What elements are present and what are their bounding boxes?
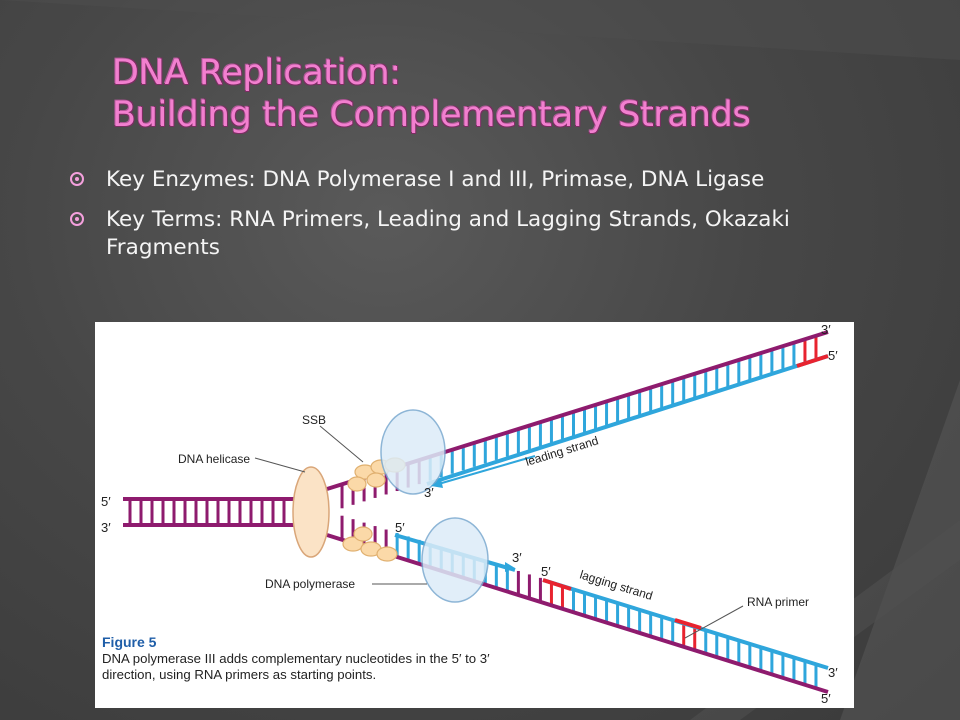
- leading-strand-arrow: [434, 455, 536, 486]
- bullet-item: Key Enzymes: DNA Polymerase I and III, P…: [68, 166, 888, 194]
- lower-template-strand: [326, 533, 829, 694]
- dna-helicase-shape: [292, 466, 330, 558]
- label-lagging-strand: lagging strand: [578, 567, 654, 602]
- leading-strand-arrowhead: [431, 479, 443, 488]
- label-5prime-bottom-right: 5′: [821, 691, 831, 706]
- dna-replication-figure: 5′ 3′ 3′ 5′ 3′ 5′ 3′ 5′ 3′ 5′ SSB DNA he…: [95, 322, 854, 708]
- title-line-2: Building the Complementary Strands: [112, 95, 751, 135]
- label-5prime-primer: 5′: [541, 564, 551, 579]
- label-3prime-top-right: 3′: [821, 322, 831, 337]
- bullet-text: Key Terms: RNA Primers, Leading and Lagg…: [106, 207, 790, 260]
- label-rna-primer: RNA primer: [747, 595, 809, 609]
- label-ssb: SSB: [302, 413, 326, 427]
- label-dna-helicase: DNA helicase: [178, 452, 250, 466]
- label-3prime-bottom-right: 3′: [828, 665, 838, 680]
- bullet-circle-icon: [70, 212, 84, 226]
- bullet-text: Key Enzymes: DNA Polymerase I and III, P…: [106, 167, 765, 192]
- rna-primer-pointer: [684, 605, 744, 639]
- dna-polymerase-lagging-shape: [421, 517, 489, 603]
- label-dna-polymerase: DNA polymerase: [265, 577, 355, 591]
- bullet-list: Key Enzymes: DNA Polymerase I and III, P…: [68, 166, 888, 274]
- label-3prime-left: 3′: [101, 520, 111, 535]
- label-3prime-lagging: 3′: [512, 550, 522, 565]
- slide-title: DNA Replication: Building the Complement…: [112, 52, 932, 136]
- label-5prime-top-right: 5′: [828, 348, 838, 363]
- label-3prime-leading: 3′: [424, 485, 434, 500]
- rna-primer-2: [674, 618, 702, 630]
- dna-polymerase-leading-shape: [380, 409, 446, 495]
- leading-rna-primer: [796, 354, 829, 368]
- lagging-strand-arrowhead: [505, 562, 515, 572]
- caption-body: DNA polymerase III adds complementary nu…: [102, 651, 490, 682]
- label-5prime-left: 5′: [101, 494, 111, 509]
- leading-new-strand: [426, 354, 829, 486]
- rna-primer-1: [542, 578, 572, 591]
- helicase-pointer: [254, 457, 306, 473]
- bullet-item: Key Terms: RNA Primers, Leading and Lagg…: [68, 206, 888, 262]
- replication-fork-diagram: 5′ 3′ 3′ 5′ 3′ 5′ 3′ 5′ 3′ 5′ SSB DNA he…: [101, 322, 838, 706]
- label-5prime-lagging-start: 5′: [395, 520, 405, 535]
- bullet-circle-icon: [70, 172, 84, 186]
- figure-caption: Figure 5 DNA polymerase III adds complem…: [102, 634, 522, 683]
- caption-heading: Figure 5: [102, 634, 157, 650]
- title-line-1: DNA Replication:: [112, 53, 401, 93]
- ssb-pointer: [319, 425, 364, 463]
